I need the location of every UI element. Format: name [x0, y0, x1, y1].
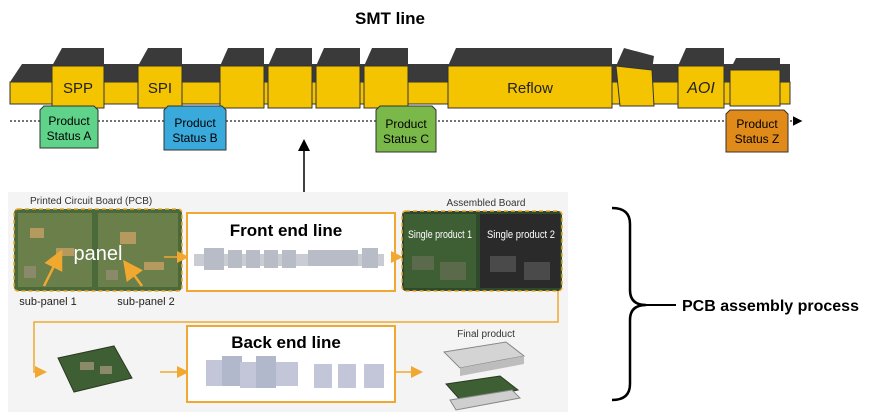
single-product-2-label: Single product 2: [487, 229, 555, 241]
status-a-line2: Status A: [47, 129, 92, 143]
machine-spp: [51, 48, 105, 109]
final-product-image: [442, 341, 526, 411]
machine-end: [729, 58, 781, 107]
product-status-c: Product Status C: [375, 105, 437, 153]
machine-label-spi: SPI: [148, 80, 172, 97]
front-end-label: Front end line: [230, 221, 342, 240]
sub-panel-1-arrow: [42, 249, 63, 287]
back-end-machines: [206, 356, 384, 388]
sub-panel-2-label: sub-panel 2: [117, 296, 175, 308]
pcb-label: Printed Circuit Board (PCB): [30, 196, 152, 207]
machine-module-4: [363, 48, 409, 109]
status-z-line1: Product: [736, 117, 778, 131]
status-c-line2: Status C: [383, 132, 429, 146]
brace-icon: [611, 206, 647, 402]
connector-assembled-to-back: [33, 291, 559, 378]
front-end-machines: [194, 248, 384, 270]
status-c-line1: Product: [385, 117, 427, 131]
assembled-board-image: [401, 210, 563, 292]
machine-module-2: [267, 48, 313, 109]
machine-module-1: [219, 48, 265, 109]
assembled-board-label: Assembled Board: [447, 198, 526, 209]
status-a-line1: Product: [48, 114, 90, 128]
machine-label-aoi: AOI: [686, 80, 715, 97]
single-product-1-label: Single product 1: [408, 229, 472, 241]
brace-label: PCB assembly process: [682, 298, 859, 315]
machine-spi: [137, 48, 183, 109]
machine-label-spp: SPP: [63, 80, 93, 97]
sub-panel-1-label: sub-panel 1: [19, 296, 77, 308]
smt-line-title: SMT line: [355, 9, 425, 28]
machine-aoi: [677, 48, 725, 109]
single-board-image: [57, 345, 133, 393]
final-product-label: Final product: [457, 329, 515, 340]
panel-label: panel: [74, 243, 123, 265]
machine-cooling: [615, 48, 655, 107]
product-status-z: Product Status Z: [725, 109, 789, 153]
sub-panel-2-arrow: [123, 259, 144, 287]
status-z-line2: Status Z: [735, 132, 780, 146]
product-status-a: Product Status A: [39, 105, 99, 149]
status-b-line2: Status B: [172, 131, 217, 145]
machine-module-3: [315, 48, 361, 109]
smt-line: SPP SPI Reflow AOI: [9, 48, 803, 126]
product-status-b: Product Status B: [163, 105, 227, 151]
machine-reflow: [447, 48, 613, 109]
back-end-label: Back end line: [231, 333, 341, 352]
status-b-line1: Product: [174, 116, 216, 130]
machine-label-reflow: Reflow: [507, 80, 553, 97]
